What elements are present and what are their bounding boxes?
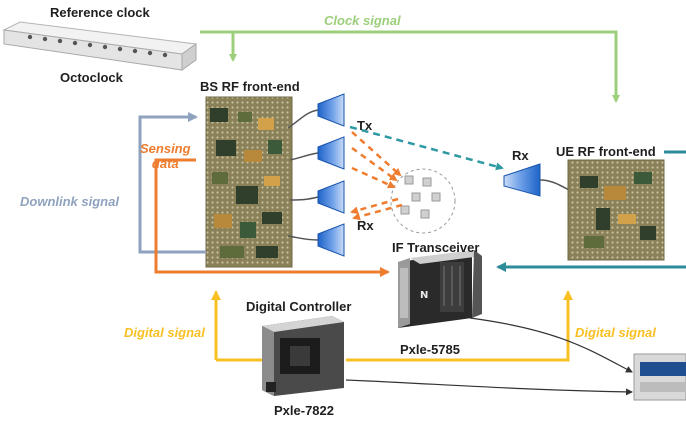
sensing-data-path: [154, 158, 390, 277]
bs-cables: [287, 109, 319, 241]
tx-to-ue-link: [349, 125, 504, 171]
ue-rf-board: [567, 159, 665, 261]
ue-rf-front-end-label: UE RF front-end: [556, 144, 656, 159]
pxie-7822-label: Pxle-7822: [274, 403, 334, 418]
digital-signal-right-label: Digital signal: [575, 325, 656, 340]
pxi-chassis-device: [633, 353, 686, 401]
tx-label: Tx: [357, 118, 373, 133]
bs-rf-front-end-label: BS RF front-end: [200, 79, 300, 94]
octoclock-label: Octoclock: [60, 70, 123, 85]
pxie-5785-label: Pxle-5785: [400, 342, 460, 357]
digital-controller-device: [262, 316, 344, 396]
downlink-signal-label: Downlink signal: [20, 194, 119, 209]
octoclock-device: [2, 21, 198, 71]
sensing-rays: [350, 131, 403, 221]
data-cables: [345, 317, 633, 396]
digital-controller-label: Digital Controller: [246, 299, 352, 314]
ue-horn-antenna: [503, 163, 579, 197]
rx-ue-label: Rx: [512, 148, 529, 163]
bs-rf-board: [205, 96, 293, 268]
sensing-target: [390, 168, 456, 234]
clock-signal-path: [200, 30, 620, 103]
bs-horn-antennas: [317, 93, 345, 257]
downlink-signal-path: [138, 112, 206, 254]
clock-signal-label: Clock signal: [324, 13, 401, 28]
reference-clock-label: Reference clock: [50, 5, 150, 20]
svg-text:N: N: [420, 290, 428, 301]
if-transceiver-device: N: [398, 250, 482, 328]
sensing-data-label: Sensing data: [140, 141, 191, 171]
digital-signal-left-label: Digital signal: [124, 325, 205, 340]
rx-bs-label: Rx: [357, 218, 374, 233]
digital-signal-paths: [211, 290, 573, 362]
if-transceiver-label: IF Transceiver: [392, 240, 480, 255]
